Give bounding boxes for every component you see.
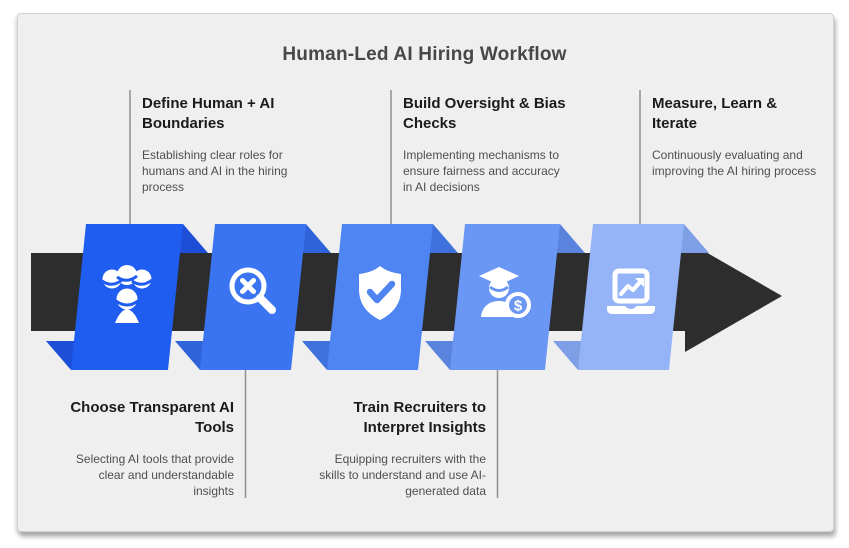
step-4-label: Train Recruiters to Interpret Insights E… bbox=[318, 398, 486, 499]
step-description: Continuously evaluating and improving th… bbox=[652, 148, 817, 178]
step-description: Equipping recruiters with the skills to … bbox=[319, 452, 486, 498]
page-title: Human-Led AI Hiring Workflow bbox=[282, 44, 567, 65]
step-1-label: Define Human + AI Boundaries Establishin… bbox=[142, 94, 310, 195]
step-description: Selecting AI tools that provide clear an… bbox=[75, 452, 234, 498]
step-3-label: Build Oversight & Bias Checks Implementi… bbox=[403, 94, 571, 195]
step-2-label: Choose Transparent AI Tools Selecting AI… bbox=[66, 398, 234, 499]
step-5-label: Measure, Learn & Iterate Continuously ev… bbox=[652, 94, 822, 179]
step-title: Build Oversight & Bias Checks bbox=[403, 95, 566, 132]
step-description: Implementing mechanisms to ensure fairne… bbox=[403, 148, 560, 194]
step-title: Define Human + AI Boundaries bbox=[142, 95, 275, 132]
step-description: Establishing clear roles for humans and … bbox=[142, 148, 288, 194]
step-title: Choose Transparent AI Tools bbox=[70, 399, 234, 436]
step-title: Measure, Learn & Iterate bbox=[652, 95, 778, 132]
step-title: Train Recruiters to Interpret Insights bbox=[353, 399, 486, 436]
